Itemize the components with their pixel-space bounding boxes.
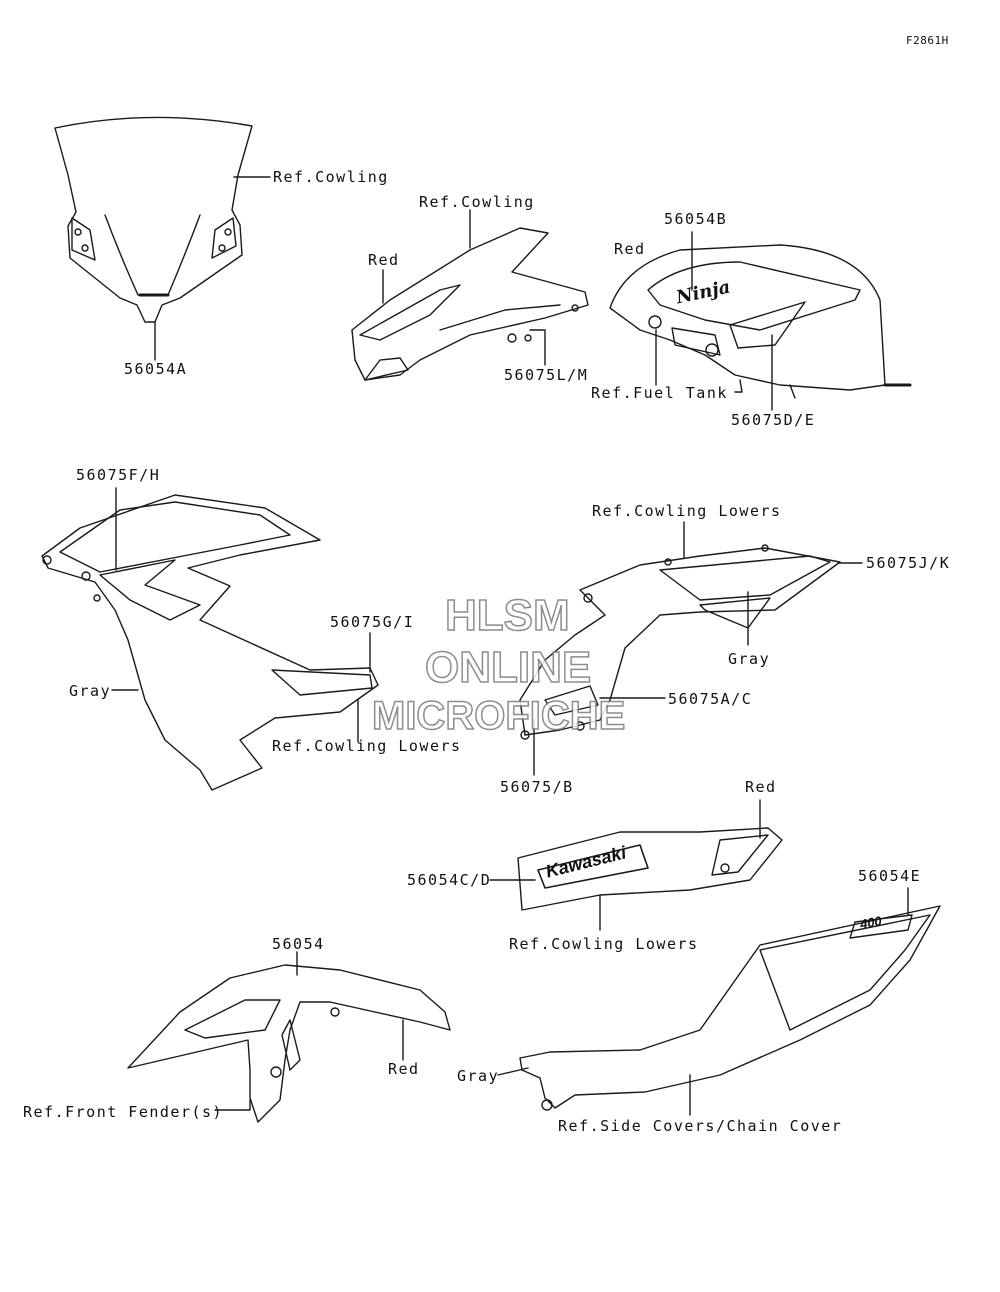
label-gray-3: Gray bbox=[457, 1067, 500, 1085]
label-ref-fuel-tank: Ref.Fuel Tank bbox=[591, 384, 728, 402]
label-part-56075FH: 56075F/H bbox=[76, 466, 161, 484]
label-red-2: Red bbox=[614, 240, 646, 258]
label-part-56075GI: 56075G/I bbox=[330, 613, 415, 631]
label-ref-cowling-lowers-1: Ref.Cowling Lowers bbox=[272, 737, 462, 755]
front-fender-part bbox=[127, 951, 451, 1123]
side-cover-part bbox=[497, 887, 941, 1116]
upper-cowling-part bbox=[351, 209, 589, 381]
label-part-56075B: 56075/B bbox=[500, 778, 574, 796]
label-part-56075DE: 56075D/E bbox=[731, 411, 816, 429]
label-part-56054A: 56054A bbox=[124, 360, 188, 378]
label-red-4: Red bbox=[388, 1060, 420, 1078]
fuel-tank-part bbox=[609, 231, 912, 411]
label-part-56054B: 56054B bbox=[664, 210, 728, 228]
label-red-1: Red bbox=[368, 251, 400, 269]
label-ref-cowling-2: Ref.Cowling bbox=[419, 193, 535, 211]
lower-cowling-part bbox=[489, 799, 783, 931]
label-ref-front-fenders: Ref.Front Fender(s) bbox=[23, 1103, 224, 1121]
label-ref-cowling-1: Ref.Cowling bbox=[273, 168, 389, 186]
label-part-56075AC: 56075A/C bbox=[668, 690, 753, 708]
watermark-line-2: ONLINE bbox=[424, 643, 592, 692]
figure-code: F2861H bbox=[906, 34, 949, 47]
watermark-line-3: MICROFICHE bbox=[371, 694, 626, 738]
label-gray-2: Gray bbox=[728, 650, 771, 668]
label-part-56075LM: 56075L/M bbox=[504, 366, 589, 384]
watermark-line-1: HLSM bbox=[444, 591, 570, 640]
label-ref-side-covers: Ref.Side Covers/Chain Cover bbox=[558, 1117, 843, 1135]
label-part-56054: 56054 bbox=[272, 935, 325, 953]
label-red-3: Red bbox=[745, 778, 777, 796]
label-ref-cowling-lowers-3: Ref.Cowling Lowers bbox=[509, 935, 699, 953]
right-cowling-part bbox=[519, 521, 863, 776]
label-part-56054CD: 56054C/D bbox=[407, 871, 492, 889]
label-ref-cowling-lowers-2: Ref.Cowling Lowers bbox=[592, 502, 782, 520]
windscreen-part bbox=[54, 116, 271, 361]
label-part-56075JK: 56075J/K bbox=[866, 554, 951, 572]
label-part-56054E: 56054E bbox=[858, 867, 922, 885]
left-cowling-part bbox=[41, 487, 379, 791]
label-gray-1: Gray bbox=[69, 682, 112, 700]
